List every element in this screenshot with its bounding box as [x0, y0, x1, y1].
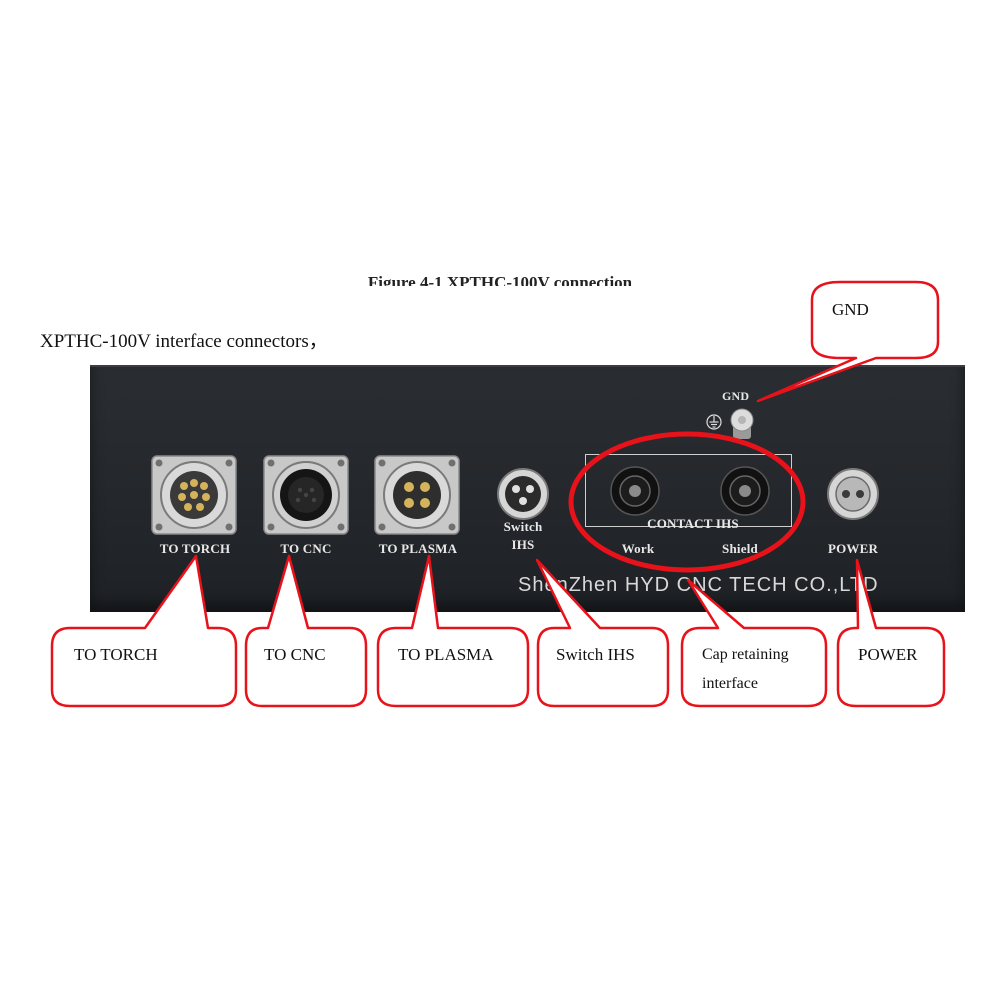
callout-cap-text-line1: Cap retaining — [702, 646, 789, 663]
callout-gnd-text: GND — [832, 300, 869, 319]
callout-to-plasma-text: TO PLASMA — [398, 645, 494, 664]
to-torch-connector-icon — [151, 455, 237, 535]
callout-switch-ihs-text: Switch IHS — [556, 645, 635, 664]
switch-ihs-connector-icon — [497, 468, 549, 520]
panel-label-ihs: IHS — [511, 537, 535, 552]
panel-label-to-cnc: TO CNC — [280, 541, 332, 556]
callout-to-cnc-text: TO CNC — [264, 645, 326, 664]
panel-label-switch: Switch — [503, 519, 543, 534]
to-plasma-connector-icon — [374, 455, 460, 535]
work-cap-connector-icon — [610, 466, 660, 516]
panel-label-to-plasma: TO PLASMA — [378, 541, 458, 556]
panel-label-power: POWER — [827, 541, 879, 556]
ground-symbol-icon — [706, 414, 722, 430]
panel-label-gnd: GND — [722, 389, 750, 403]
to-cnc-connector-icon — [263, 455, 349, 535]
device-rear-panel: GND TO TORCH TO CNC — [90, 365, 965, 612]
figure-caption: Figure 4-1 XPTHC-100V connection — [367, 273, 633, 286]
intro-text: XPTHC-100V interface connectors， — [40, 331, 328, 352]
panel-label-work: Work — [621, 541, 655, 556]
panel-label-contact-ihs: CONTACT IHS — [647, 516, 739, 531]
callout-cap-text-line2: interface — [702, 675, 758, 692]
company-name: ShenZhen HYD CNC TECH CO.,LTD — [518, 574, 879, 596]
shield-cap-connector-icon — [720, 466, 770, 516]
gnd-terminal-icon — [730, 408, 754, 439]
power-connector-icon — [827, 468, 879, 520]
panel-label-shield: Shield — [722, 541, 758, 556]
callout-to-torch-text: TO TORCH — [74, 645, 158, 664]
callout-power-text: POWER — [858, 645, 918, 664]
panel-label-to-torch: TO TORCH — [159, 541, 231, 556]
